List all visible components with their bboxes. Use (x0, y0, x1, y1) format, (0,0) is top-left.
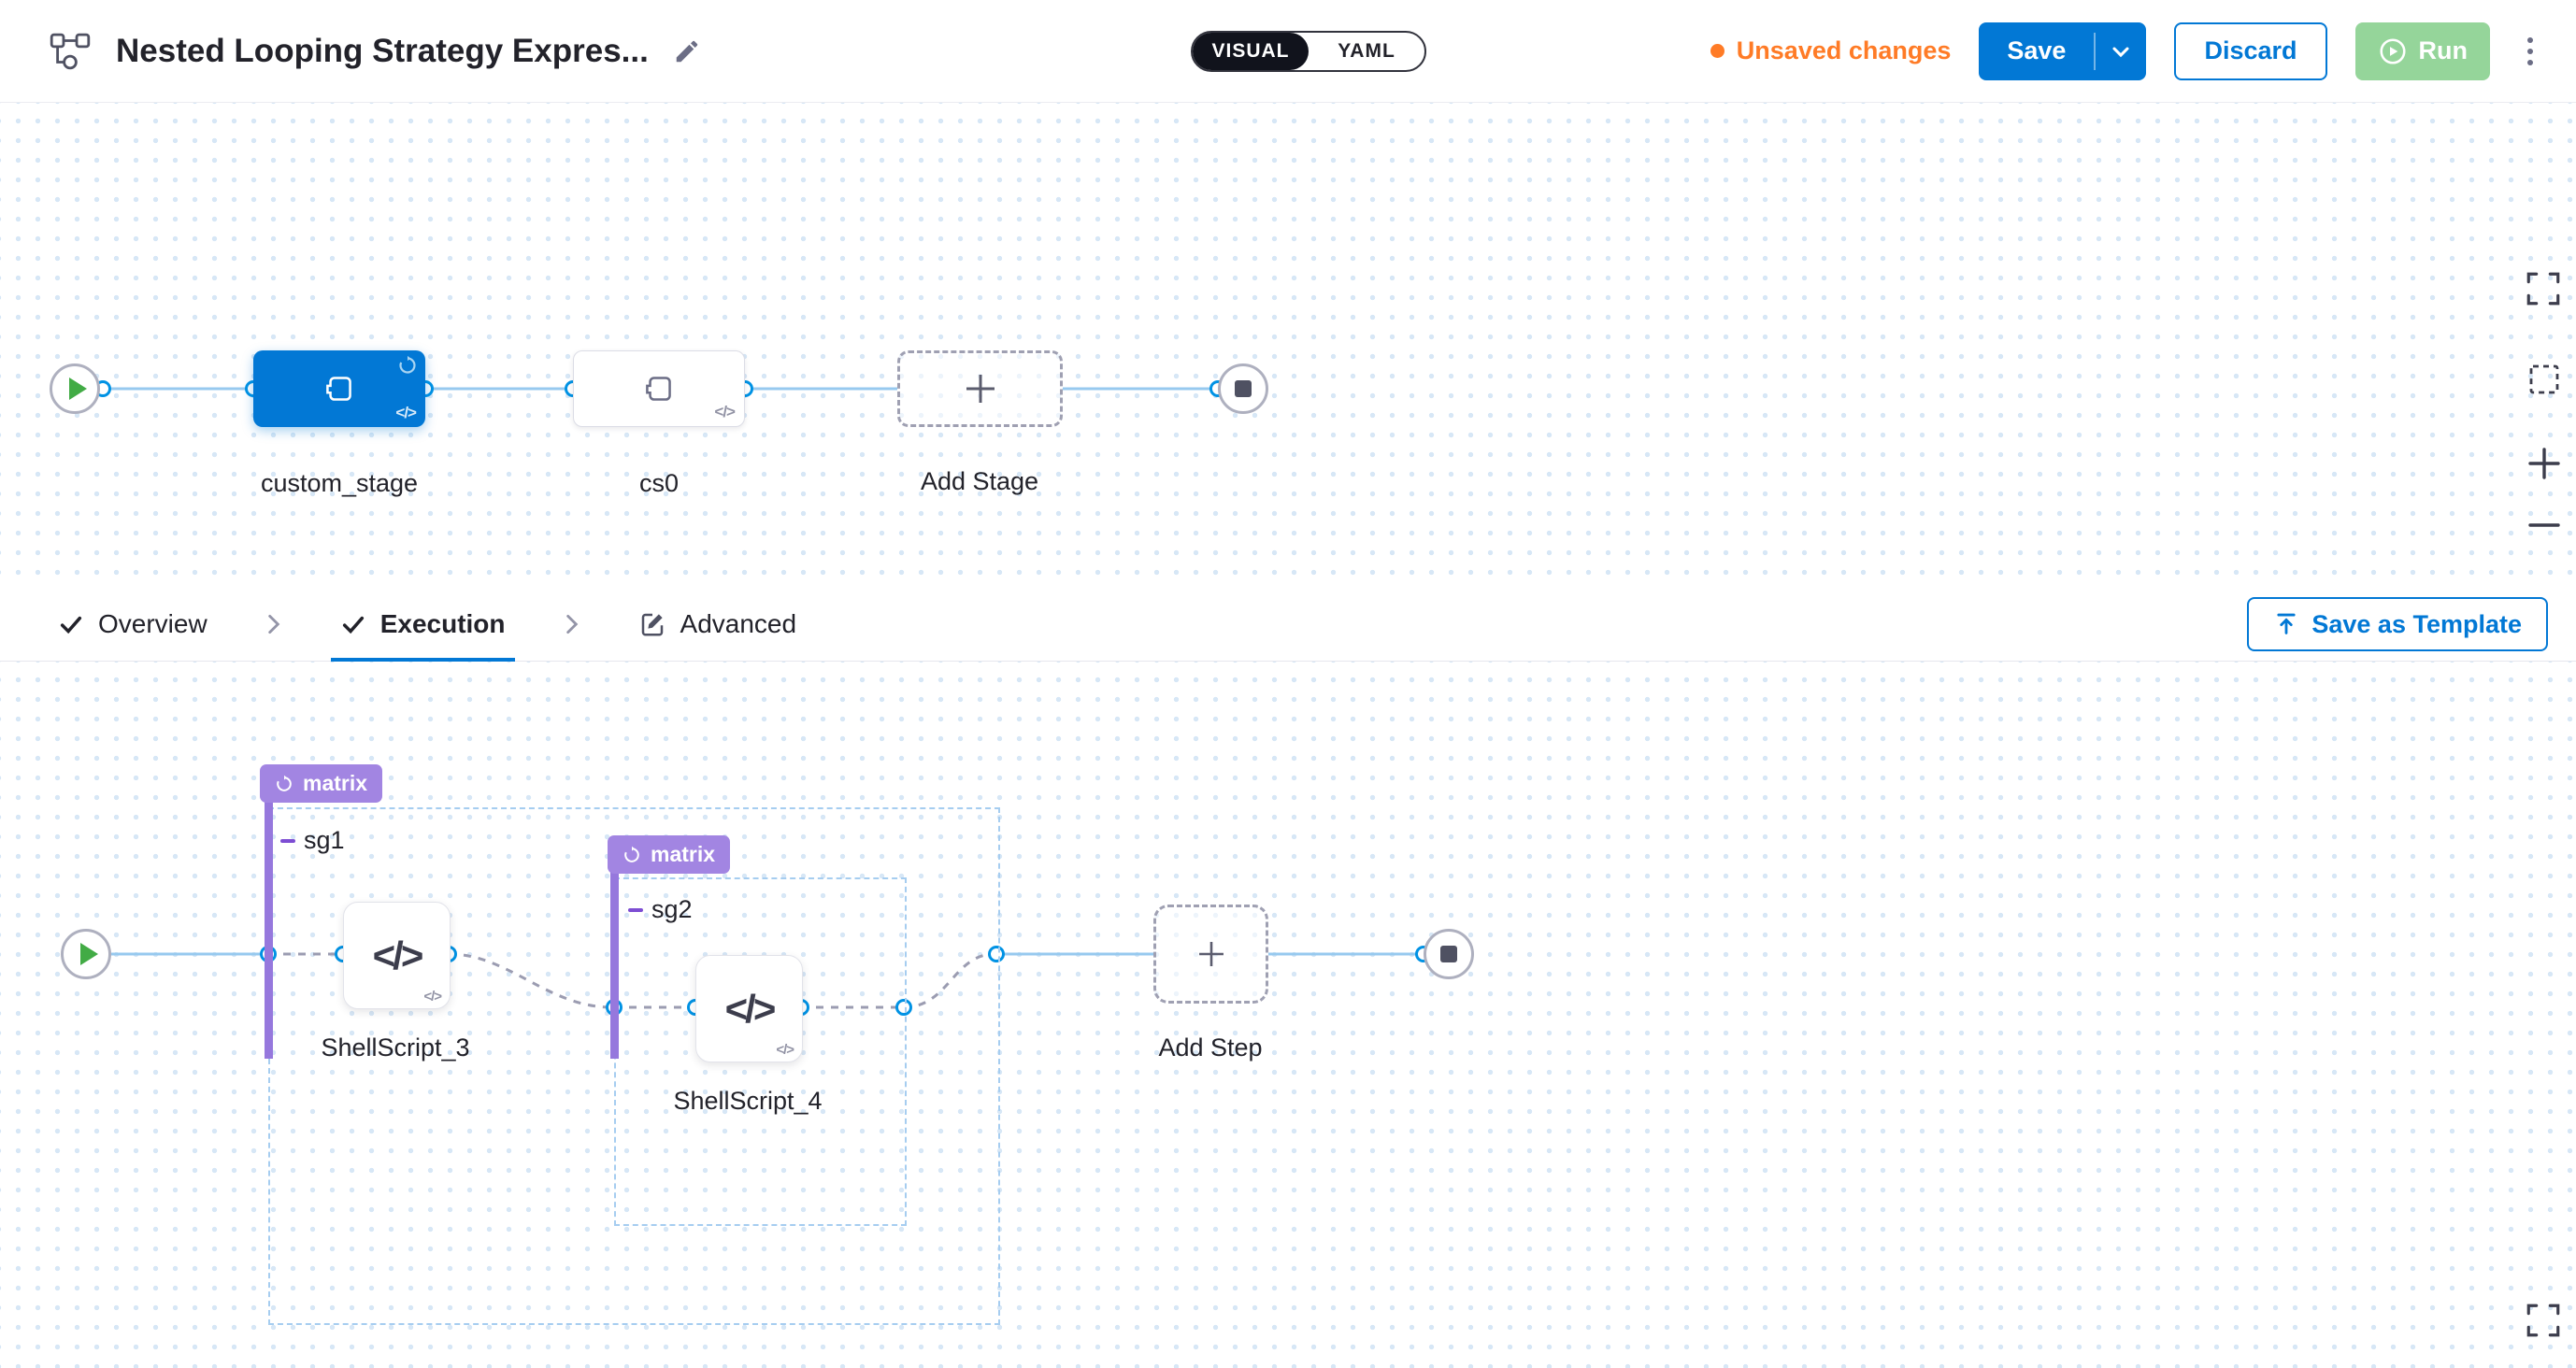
execution-start-node (61, 929, 111, 979)
unsaved-changes-badge: Unsaved changes (1710, 36, 1952, 65)
top-bar-actions: Unsaved changes Save Discard (1710, 21, 2542, 80)
run-play-icon (2378, 36, 2408, 66)
top-bar: Nested Looping Strategy Expres... VISUAL… (0, 0, 2576, 103)
save-as-template-label: Save as Template (2311, 609, 2522, 638)
matrix-strategy-badge-sg2[interactable]: matrix (608, 835, 731, 874)
pipeline-start-node (50, 363, 100, 414)
stage-tab-bar: Overview Execution Advanced Save as Temp (0, 588, 2576, 662)
tab-execution[interactable]: Execution (330, 588, 515, 662)
step-code-glyph: </> (776, 1042, 794, 1058)
step-node-shellscript-4[interactable]: </> </> (695, 955, 803, 1062)
stage-graph-canvas[interactable]: </> custom_stage </> cs0 Add Stage (0, 103, 2576, 588)
more-options-kebab-icon[interactable] (2518, 30, 2542, 73)
step-label-shellscript-4: ShellScript_4 (673, 1087, 823, 1115)
add-stage-label: Add Stage (920, 467, 1039, 495)
execution-graph-canvas[interactable]: matrix sg1 matrix sg2 </> < (0, 662, 2576, 1368)
fullscreen-icon[interactable] (2524, 269, 2563, 308)
stage-icon (320, 369, 359, 408)
tab-overview-label: Overview (98, 609, 208, 638)
step-group-sg1-label: sg1 (280, 826, 345, 855)
save-divider (2094, 32, 2097, 70)
group-tick-icon (280, 838, 295, 843)
matrix-badge-label: matrix (651, 842, 716, 866)
step-group-sg2-label: sg2 (628, 895, 693, 924)
fullscreen-icon[interactable] (2524, 1301, 2563, 1340)
start-play-icon (80, 943, 98, 965)
stage-node-custom-stage[interactable]: </> (253, 350, 425, 427)
tab-advanced-label: Advanced (680, 609, 797, 638)
page-title: Nested Looping Strategy Expres... (116, 32, 649, 69)
step-code-glyph: </> (423, 989, 442, 1005)
pipeline-icon (49, 30, 92, 73)
zoom-in-icon[interactable] (2526, 445, 2563, 482)
stage-icon (639, 369, 679, 408)
step-node-shellscript-3[interactable]: </> </> (343, 902, 451, 1009)
stage-label-custom-stage: custom_stage (260, 469, 419, 497)
matrix-badge-label: matrix (303, 771, 368, 795)
save-button[interactable]: Save (2007, 36, 2067, 64)
matrix-strategy-badge-sg1[interactable]: matrix (260, 764, 383, 803)
stage-code-glyph: </> (714, 403, 736, 420)
pipeline-end-node (1218, 363, 1268, 414)
plus-icon (966, 375, 995, 403)
tab-execution-label: Execution (379, 609, 506, 638)
loop-icon (623, 846, 641, 864)
shell-script-icon: </> (372, 933, 424, 977)
group-tick-icon (628, 907, 643, 912)
zoom-out-icon[interactable] (2526, 506, 2563, 544)
step-group-sg1-box (268, 807, 1000, 1325)
toggle-visual[interactable]: VISUAL (1193, 32, 1309, 70)
run-label: Run (2418, 36, 2468, 64)
add-step-button[interactable] (1153, 905, 1268, 1004)
step-label-shellscript-3: ShellScript_3 (321, 1033, 470, 1062)
plus-icon (1198, 942, 1224, 966)
chevron-right-icon (560, 612, 584, 636)
tab-overview[interactable]: Overview (52, 588, 213, 662)
stage-node-cs0[interactable]: </> (573, 350, 745, 427)
end-stop-icon (1235, 380, 1252, 397)
visual-yaml-toggle: VISUAL YAML (1191, 30, 1426, 72)
step-group-sg1-bar (265, 769, 273, 1059)
run-button[interactable]: Run (2354, 21, 2490, 80)
stage-edges (94, 380, 1226, 397)
save-as-template-button[interactable]: Save as Template (2247, 597, 2548, 651)
start-play-icon (69, 378, 87, 400)
check-icon (342, 616, 364, 634)
execution-end-node (1424, 929, 1474, 979)
unsaved-changes-label: Unsaved changes (1736, 36, 1952, 64)
add-step-label: Add Step (1158, 1033, 1263, 1062)
stage-code-glyph: </> (395, 404, 417, 421)
edit-title-pencil-icon[interactable] (673, 37, 701, 65)
save-split-button: Save (1979, 21, 2147, 80)
upload-icon (2277, 613, 2296, 634)
looping-strategy-icon (397, 355, 418, 376)
chevron-right-icon (262, 612, 286, 636)
marquee-select-icon[interactable] (2526, 361, 2563, 398)
step-group-sg2-bar (610, 856, 619, 1059)
discard-button[interactable]: Discard (2174, 21, 2327, 80)
end-stop-icon (1440, 946, 1457, 962)
check-icon (60, 616, 82, 634)
add-stage-button[interactable] (897, 350, 1063, 427)
tab-advanced[interactable]: Advanced (633, 588, 803, 662)
save-options-chevron-down-icon[interactable] (2096, 22, 2146, 80)
toggle-yaml[interactable]: YAML (1338, 39, 1395, 62)
stage-label-cs0: cs0 (638, 469, 680, 497)
shell-script-icon: </> (724, 986, 777, 1031)
loop-icon (275, 775, 293, 793)
pencil-square-icon (641, 613, 663, 636)
unsaved-dot-icon (1710, 44, 1724, 58)
